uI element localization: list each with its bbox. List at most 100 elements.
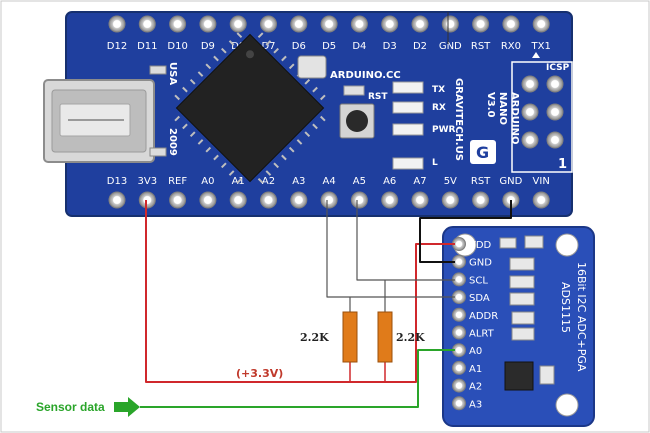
top-pin-d2 — [411, 15, 429, 33]
top-pin-d6 — [290, 15, 308, 33]
top-pin-label: GND — [439, 41, 462, 52]
adc-pin-addr — [452, 307, 466, 322]
usb-connector — [43, 79, 155, 163]
bottom-pin-d13 — [108, 191, 126, 209]
bottom-pin-3v3 — [138, 191, 156, 209]
nano-bottom-labels: D133V3REFA0A1A2A3A4A5A6A75VRSTGNDVIN — [107, 176, 550, 187]
adc-pin-label: VDD — [469, 240, 492, 251]
adc-pin-label: SDA — [469, 293, 490, 304]
bottom-pin-a4 — [320, 191, 338, 209]
bottom-pin-label: D13 — [107, 176, 127, 187]
adc-pin-label: A0 — [469, 346, 482, 357]
top-pin-d12 — [108, 15, 126, 33]
bottom-pin-label: A7 — [413, 176, 426, 187]
icsp-pin — [546, 75, 564, 93]
icsp-pin — [521, 75, 539, 93]
icsp-pin — [521, 131, 539, 149]
top-pin-label: D5 — [322, 41, 336, 52]
microcontroller-chip — [174, 32, 326, 184]
power-wire-3v3 — [145, 200, 455, 383]
reset-button — [339, 103, 375, 139]
adc-pin-alrt — [452, 325, 466, 340]
board-text: USA — [167, 62, 178, 85]
bottom-pin-a6 — [381, 191, 399, 209]
bottom-pin-label: A0 — [201, 176, 214, 187]
top-pin-d7 — [260, 15, 277, 33]
icsp-pin — [546, 131, 564, 149]
bottom-pin-label: 5V — [444, 176, 457, 187]
nano-top-header — [108, 15, 550, 33]
ads1115-chip — [504, 361, 534, 391]
smd-part — [149, 65, 167, 75]
top-pin-gnd — [441, 15, 459, 33]
adc-pin-label: A3 — [469, 399, 482, 410]
arduino-nano-board: D12D11D10D9D8D7D6D5D4D3D2GNDRSTRX0TX1 D1… — [43, 11, 573, 217]
top-pin-d3 — [381, 15, 399, 33]
resistor-r1-label: 2.2K — [300, 331, 329, 344]
top-pin-d9 — [199, 15, 217, 33]
top-pin-label: D4 — [352, 41, 366, 52]
board-text: ARDUINO.CC — [330, 70, 401, 81]
top-pin-label: TX1 — [531, 41, 551, 52]
adc-pin-label: ALRT — [469, 329, 495, 340]
top-pin-d5 — [320, 15, 338, 33]
sensor-wire — [140, 349, 455, 408]
top-pin-label: D11 — [137, 41, 157, 52]
resistor-r1 — [342, 311, 358, 363]
bottom-pin-rst — [472, 191, 490, 209]
top-pin-label: D2 — [413, 41, 427, 52]
adc-pin-a1 — [452, 360, 466, 375]
top-pin-label: D9 — [201, 41, 215, 52]
gravitech-logo — [470, 140, 496, 164]
sensor-data-label: Sensor data — [36, 400, 105, 414]
top-pin-d4 — [350, 15, 368, 33]
icsp-header: ICSP 1 — [511, 52, 573, 173]
bottom-pin-label: RST — [471, 176, 491, 187]
adc-pin-a2 — [452, 378, 466, 393]
top-pin-label: RST — [471, 41, 491, 52]
resistor-r2-label: 2.2K — [396, 331, 425, 344]
svg-text:ICSP: ICSP — [546, 63, 570, 73]
top-pin-tx1 — [532, 15, 550, 33]
bottom-pin-5v — [441, 191, 459, 209]
bottom-pin-ref — [169, 191, 187, 209]
bottom-pin-a2 — [260, 191, 277, 209]
nano-top-labels: D12D11D10D9D8D7D6D5D4D3D2GNDRSTRX0TX1 — [107, 41, 551, 52]
board-text: TX — [432, 85, 445, 95]
icsp-pin — [521, 103, 539, 121]
svg-text:G: G — [476, 143, 489, 162]
board-text: V3.0 — [485, 92, 496, 117]
board-text: L — [432, 158, 438, 168]
adc-pin-label: A2 — [469, 382, 482, 393]
bottom-pin-label: A4 — [322, 176, 335, 187]
adc-pin-a3 — [452, 396, 466, 411]
board-text: ARDUINO — [509, 92, 520, 144]
top-pin-label: D3 — [383, 41, 397, 52]
icsp-pin — [546, 103, 564, 121]
bottom-pin-vin — [532, 191, 550, 209]
bottom-pin-label: A2 — [262, 176, 275, 187]
top-pin-d10 — [169, 15, 187, 33]
ground-wire — [419, 200, 512, 263]
top-pin-label: D6 — [292, 41, 306, 52]
scl-wire — [356, 200, 455, 281]
board-text: PWR — [432, 125, 456, 135]
status-leds — [343, 81, 424, 170]
sda-wire — [326, 200, 455, 298]
adc-pin-label: ADDR — [469, 311, 498, 322]
top-pin-rst — [472, 15, 490, 33]
top-pin-label: D12 — [107, 41, 127, 52]
nano-bottom-header — [108, 191, 550, 209]
resistor-r2 — [377, 311, 393, 363]
bottom-pin-a7 — [411, 191, 429, 209]
wires — [140, 12, 512, 408]
adc-pin-label: GND — [469, 258, 492, 269]
bottom-pin-a1 — [229, 191, 247, 209]
top-pin-label: D10 — [167, 41, 187, 52]
bottom-pin-a5 — [350, 191, 368, 209]
adc-board-text: ADS1115 — [559, 282, 572, 333]
bottom-pin-label: A6 — [383, 176, 396, 187]
bottom-pin-a0 — [199, 191, 217, 209]
svg-text:1: 1 — [558, 157, 567, 172]
